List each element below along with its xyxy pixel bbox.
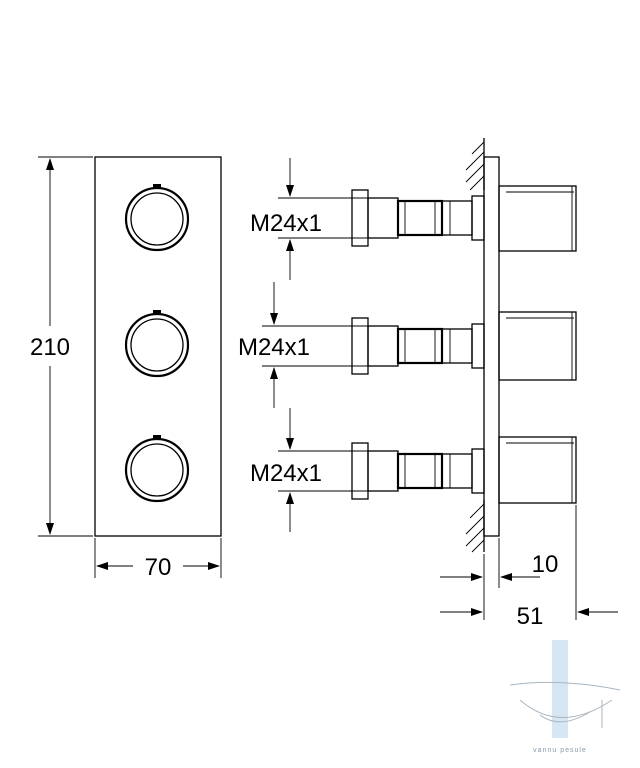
- front-knob-middle: [124, 310, 190, 378]
- wall-offset-label: 10: [532, 551, 559, 578]
- wall-offset-dimension: [440, 538, 540, 620]
- thread-label-bottom: M24x1: [250, 460, 322, 487]
- thread-label-top: M24x1: [250, 210, 322, 237]
- valve-connector-top: [351, 189, 485, 247]
- valve-connector-middle: [351, 317, 485, 375]
- thread-dimension-top: [278, 158, 368, 280]
- width-label: 70: [145, 554, 172, 581]
- depth-label: 51: [517, 603, 544, 630]
- depth-dimension: [440, 505, 618, 620]
- side-handle-bottom: [498, 436, 577, 504]
- front-knob-bottom: [124, 435, 190, 503]
- side-view: M24x1 M24x1 M24x1 10 51: [238, 138, 618, 630]
- watermark-text: vannu pesule: [533, 747, 587, 754]
- height-dimension: [38, 156, 93, 537]
- thread-label-middle: M24x1: [238, 334, 310, 361]
- front-plate: [94, 156, 222, 537]
- thread-dimension-bottom: [278, 408, 368, 532]
- side-handle-middle: [498, 311, 577, 381]
- width-dimension: [94, 538, 222, 578]
- watermark-logo: [509, 640, 621, 738]
- front-knob-top: [124, 184, 190, 252]
- front-view: 210 70: [30, 156, 222, 581]
- valve-connector-bottom: [351, 442, 485, 500]
- wall-hatching: [465, 138, 485, 553]
- side-handle-top: [498, 185, 577, 252]
- height-label: 210: [30, 334, 70, 361]
- cover-plate-side: [483, 156, 500, 537]
- thread-dimension-middle: [262, 282, 368, 408]
